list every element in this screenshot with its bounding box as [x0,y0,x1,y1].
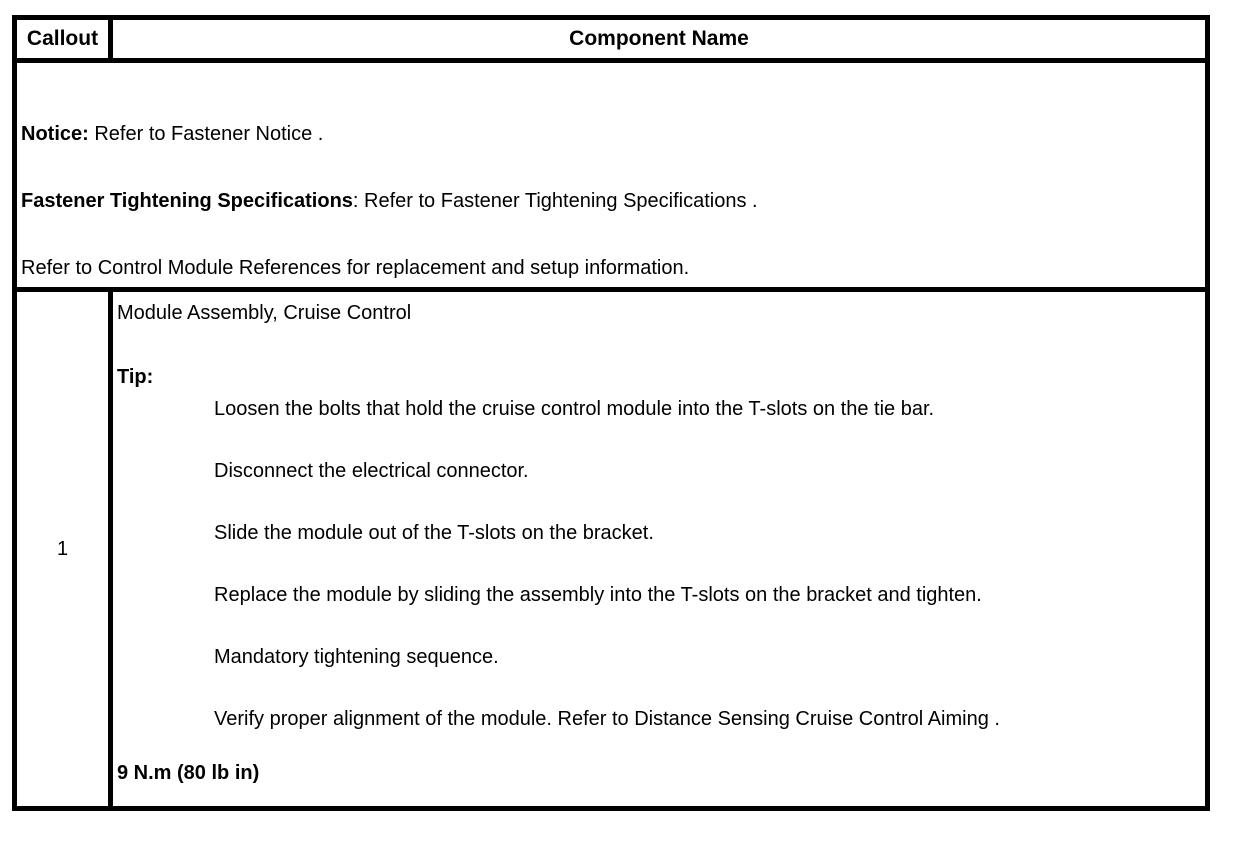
tightening-specs-text: : Refer to Fastener Tightening Specifica… [352,190,758,212]
tightening-specs-line: Fastener Tightening Specifications: Refe… [21,190,1199,212]
tightening-specs-label: Fastener Tightening Specifications [21,190,353,212]
callout-number-cell: 1 [12,287,113,811]
callout-column-header: Callout [12,15,113,63]
tip-list: Loosen the bolts that hold the cruise co… [117,398,1199,730]
component-row: 1 Module Assembly, Cruise Control Tip: L… [12,287,1210,811]
tip-item: Loosen the bolts that hold the cruise co… [214,398,935,420]
notice-cell: Notice: Refer to Fastener Notice . Faste… [12,58,1210,292]
component-title: Module Assembly, Cruise Control [117,302,412,324]
torque-spec: 9 N.m (80 lb in) [117,762,260,784]
tip-item: Slide the module out of the T-slots on t… [214,522,654,544]
notice-row: Notice: Refer to Fastener Notice . Faste… [12,58,1210,292]
control-module-references-line: Refer to Control Module References for r… [21,257,690,279]
component-callout-table: Callout Component Name Notice: Refer to … [12,15,1210,811]
notice-text: Refer to Fastener Notice . [88,123,324,145]
tip-item: Verify proper alignment of the module. R… [214,708,1000,730]
tip-item: Disconnect the electrical connector. [214,460,529,482]
component-name-column-header: Component Name [108,15,1210,63]
tip-label: Tip: [117,366,154,388]
tip-item: Mandatory tightening sequence. [214,646,499,668]
header-row: Callout Component Name [12,15,1210,63]
tip-item: Replace the module by sliding the assemb… [214,584,982,606]
component-content-cell: Module Assembly, Cruise Control Tip: Loo… [108,287,1210,811]
notice-label: Notice: [21,123,89,145]
fastener-notice-line: Notice: Refer to Fastener Notice . [21,123,1199,145]
